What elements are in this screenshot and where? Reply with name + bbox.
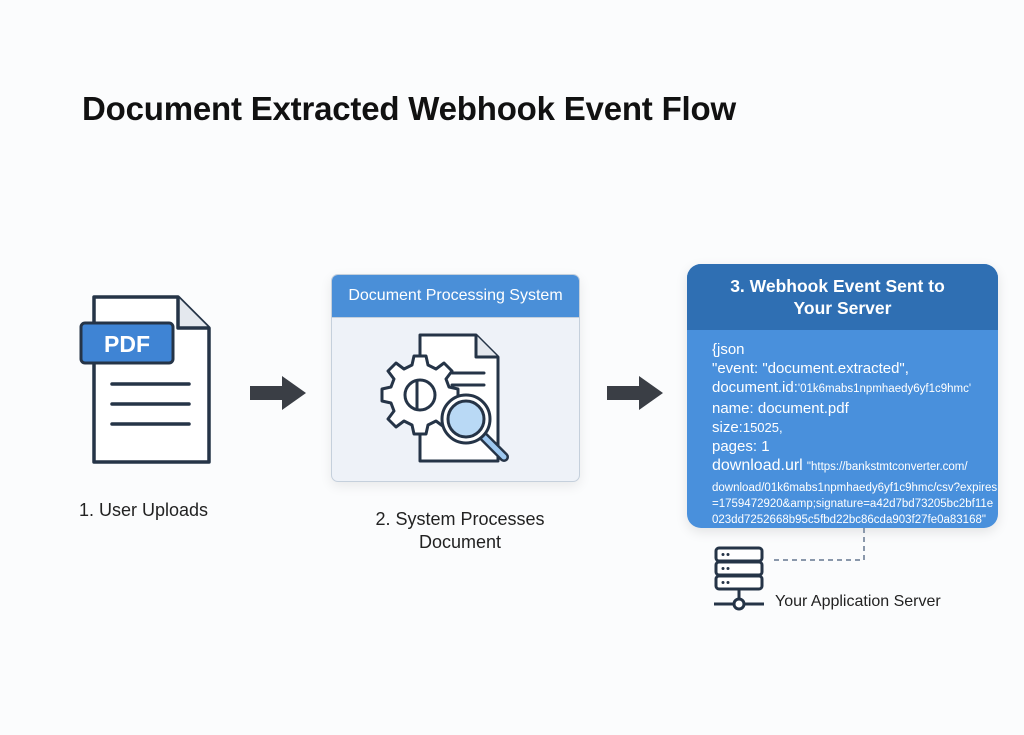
step-upload-label: 1. User Uploads [79, 500, 209, 520]
processing-system-header: Document Processing System [332, 275, 579, 318]
arrow-right-icon [607, 376, 663, 410]
webhook-header-line1: 3. Webhook Event Sent to [730, 276, 945, 296]
json-size: size:15025, [712, 418, 998, 437]
json-document-id-value: '01k6mabs1npmhaedy6yf1c9hmc' [797, 383, 972, 395]
json-download-url: download.url "https://bankstmtconverter.… [712, 456, 998, 477]
json-size-key: size: [712, 419, 743, 436]
webhook-json-payload: {json "event: "document.extracted", docu… [687, 330, 998, 528]
server-rack-icon [714, 546, 764, 611]
webhook-event-header: 3. Webhook Event Sent to Your Server [687, 264, 998, 330]
json-url-cont-2: =1759472920&amp;signature=a42d7bd73205bc… [712, 498, 994, 510]
json-name: name: document.pdf [712, 400, 849, 417]
document-gear-magnifier-icon [380, 333, 509, 463]
pdf-file-icon: PDF [79, 295, 211, 464]
json-document-id: document.id:'01k6mabs1npmhaedy6yf1c9hmc' [712, 378, 998, 399]
json-pages: pages: 1 [712, 438, 770, 455]
json-size-value: 15025, [742, 420, 783, 435]
json-open: {json [712, 341, 745, 358]
diagram-title: Document Extracted Webhook Event Flow [82, 90, 736, 127]
webhook-header-line2: Your Server [793, 298, 892, 318]
server-label: Your Application Server [775, 593, 941, 610]
dashed-connector-line [772, 528, 865, 561]
pdf-badge-text: PDF [104, 331, 150, 357]
json-url-cont-3: 023dd7252668b95c5fbd22bc86cda903f27fe0a8… [712, 514, 986, 526]
step-process-label: 2. System Processes Document [375, 509, 545, 552]
json-document-id-key: document.id: [712, 379, 798, 396]
json-url-cont-1: download/01k6mabs1npmhaedy6yf1c9hmc/csv?… [712, 482, 998, 494]
webhook-event-card: 3. Webhook Event Sent to Your Server {js… [687, 264, 998, 528]
json-download-url-key: download.url [712, 457, 803, 474]
json-download-url-start: "https://bankstmtconverter.com/ [806, 461, 968, 473]
json-event: "event: "document.extracted", [712, 360, 909, 377]
processing-system-card: Document Processing System [331, 274, 580, 482]
arrow-right-icon [250, 376, 306, 410]
